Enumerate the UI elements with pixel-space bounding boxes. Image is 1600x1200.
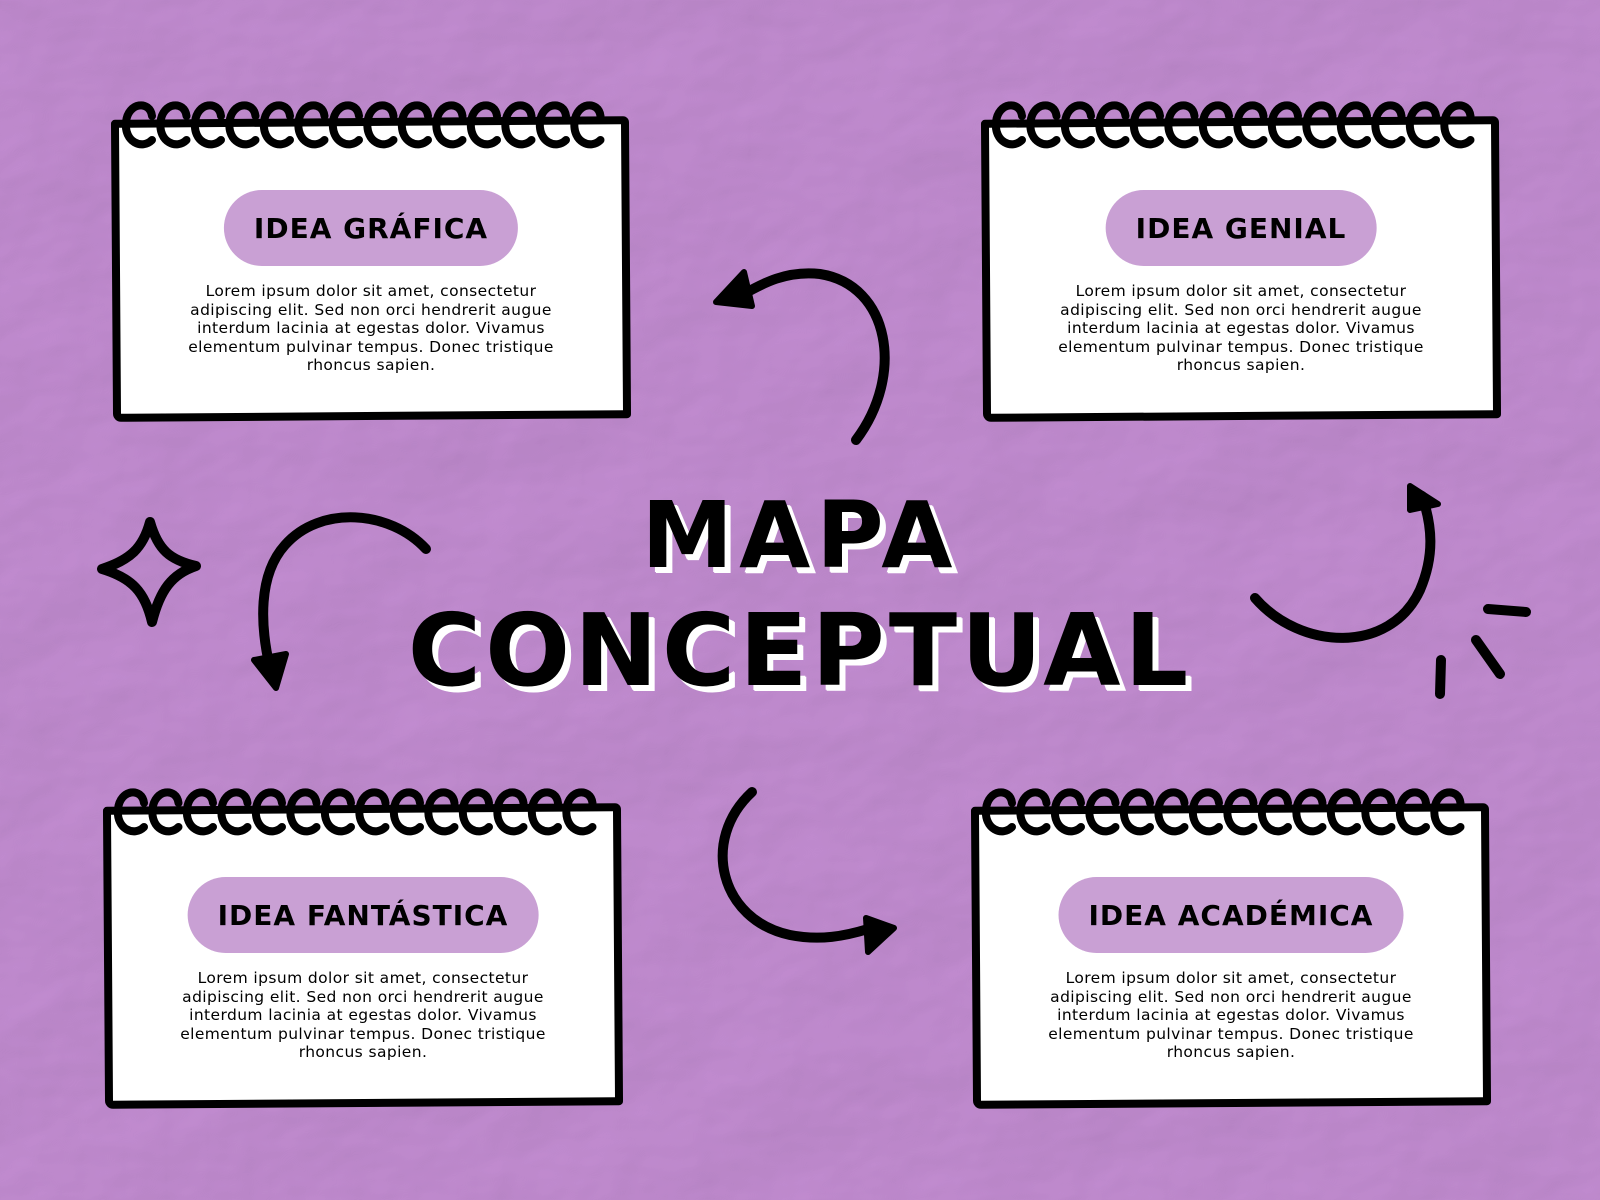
spiral-loop [1085,788,1120,836]
burst-lines-icon [1435,604,1531,699]
spiral-loop [182,788,217,836]
spiral-loop [148,788,183,836]
spiral-loop [320,788,355,836]
spiral-loop [190,101,225,149]
spiral-loop [1154,788,1189,836]
spiral-loop [1430,788,1465,836]
card-heading: IDEA GRÁFICA [223,190,519,266]
spiral-loop [1371,101,1406,149]
spiral-loop [1119,788,1154,836]
spiral-loop [389,788,424,836]
main-title-line-1: MAPA [641,482,959,589]
spiral-loop [1302,101,1337,149]
spiral-loop [570,101,605,149]
spiral-loop [1016,788,1051,836]
spiral-loop [1129,101,1164,149]
spiral-loop [1026,101,1061,149]
spiral-loop [1095,101,1130,149]
spiral-binding-icon [981,788,1465,836]
spiral-loop [363,101,398,149]
spiral-loop [397,101,432,149]
main-title-line-2: CONCEPTUAL [407,592,1193,709]
arrow-top-center [737,268,890,445]
spiral-loop [1267,101,1302,149]
arrowhead-top-center [713,269,755,309]
spiral-binding-icon [991,101,1475,149]
spiral-loop [458,788,493,836]
card-heading: IDEA ACADÉMICA [1058,877,1404,953]
card-heading: IDEA FANTÁSTICA [187,877,539,953]
spiral-loop [251,788,286,836]
spiral-loop [113,788,148,836]
spiral-loop [1361,788,1396,836]
idea-card-grafica: IDEA GRÁFICA Lorem ipsum dolor sit amet,… [106,96,636,426]
idea-card-genial: IDEA GENIAL Lorem ipsum dolor sit amet, … [976,96,1506,426]
notepad-sheet [980,116,1502,422]
spiral-loop [1223,788,1258,836]
arrow-left [258,512,431,673]
spiral-loop [991,101,1026,149]
spiral-loop [156,101,191,149]
arrowhead-bottom-center [863,915,897,955]
spiral-loop [1164,101,1199,149]
arrowhead-left [251,651,289,691]
spiral-loop [535,101,570,149]
idea-card-academica: IDEA ACADÉMICA Lorem ipsum dolor sit ame… [966,783,1496,1113]
notepad-sheet [970,803,1492,1109]
spiral-loop [294,101,329,149]
card-heading: IDEA GENIAL [1105,190,1377,266]
spiral-loop [1440,101,1475,149]
spiral-loop [217,788,252,836]
spiral-loop [355,788,390,836]
notepad-sheet [110,116,632,422]
arrow-bottom-center [717,787,873,943]
spiral-loop [424,788,459,836]
spiral-loop [466,101,501,149]
spiral-loop [1336,101,1371,149]
spiral-binding-icon [113,788,597,836]
spiral-loop [493,788,528,836]
spiral-loop [1395,788,1430,836]
spiral-loop [1292,788,1327,836]
spiral-loop [225,101,260,149]
spiral-loop [1050,788,1085,836]
spiral-loop [328,101,363,149]
card-body-text: Lorem ipsum dolor sit amet, consectetur … [180,969,546,1062]
spiral-loop [562,788,597,836]
arrowhead-right [1407,483,1441,513]
sparkle-icon [97,517,201,627]
arrow-right [1250,491,1436,643]
spiral-loop [1326,788,1361,836]
spiral-loop [527,788,562,836]
card-body-text: Lorem ipsum dolor sit amet, consectetur … [1048,969,1414,1062]
spiral-loop [981,788,1016,836]
spiral-loop [501,101,536,149]
idea-card-fantastica: IDEA FANTÁSTICA Lorem ipsum dolor sit am… [98,783,628,1113]
spiral-loop [1198,101,1233,149]
card-body-text: Lorem ipsum dolor sit amet, consectetur … [188,282,554,375]
spiral-loop [1405,101,1440,149]
spiral-loop [259,101,294,149]
spiral-loop [432,101,467,149]
notepad-sheet [102,803,624,1109]
card-body-text: Lorem ipsum dolor sit amet, consectetur … [1058,282,1424,375]
spiral-loop [1233,101,1268,149]
spiral-loop [1257,788,1292,836]
spiral-binding-icon [121,101,605,149]
spiral-loop [1060,101,1095,149]
spiral-loop [1188,788,1223,836]
spiral-loop [286,788,321,836]
spiral-loop [121,101,156,149]
